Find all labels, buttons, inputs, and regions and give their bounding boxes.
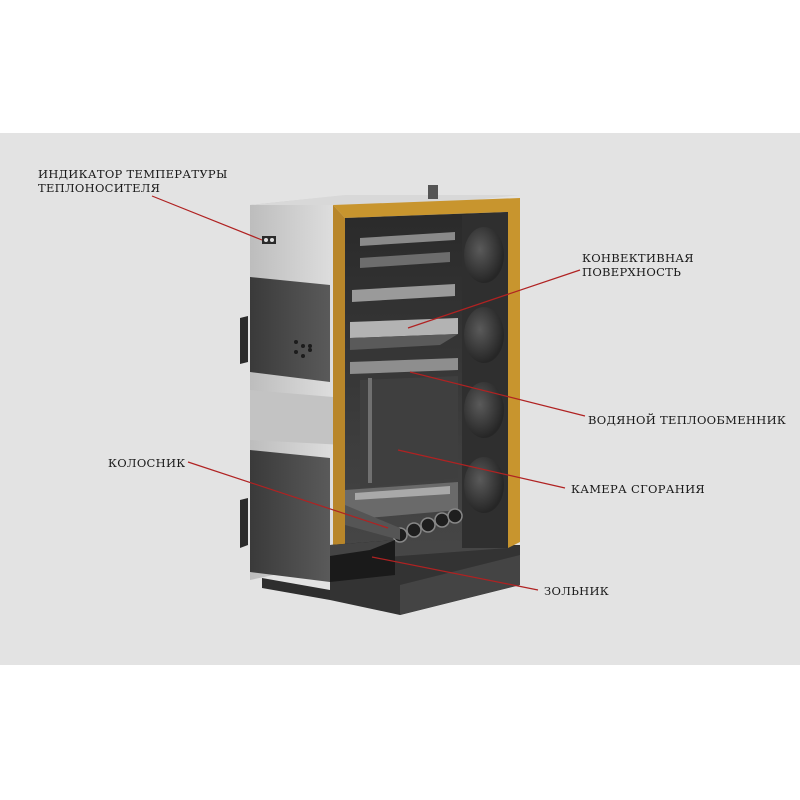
leader-combustion-chamber [397,449,566,489]
label-temperature-indicator-line2: ТЕПЛОНОСИТЕЛЯ [38,181,161,195]
leader-ash-pan [371,556,539,591]
leader-temperature-indicator [151,195,263,241]
label-temperature-indicator-line1: ИНДИКАТОР ТЕМПЕРАТУРЫ [38,167,228,181]
label-temperature-indicator: ИНДИКАТОР ТЕМПЕРАТУРЫ ТЕПЛОНОСИТЕЛЯ [38,167,228,195]
ash-pan [330,540,395,582]
label-water-heat-exchanger: ВОДЯНОЙ ТЕПЛООБМЕННИК [588,413,787,427]
lower-door [240,450,330,582]
middle-panel [250,390,345,445]
leader-water-heat-exchanger [409,371,586,417]
upper-door [240,277,330,382]
label-convective-surface: КОНВЕКТИВНАЯ ПОВЕРХНОСТЬ [582,251,694,279]
leader-convective-surface [407,269,581,329]
label-convective-surface-line1: КОНВЕКТИВНАЯ [582,251,694,265]
label-combustion-chamber: КАМЕРА СГОРАНИЯ [571,482,706,496]
label-ash-pan: ЗОЛЬНИК [544,584,609,598]
leader-grate [187,461,389,529]
temperature-indicator [262,236,276,244]
label-grate: КОЛОСНИК [108,456,186,470]
combustion-space [360,376,458,488]
convective-shelves [350,232,458,374]
insulation-layer [333,198,520,560]
label-convective-surface-line2: ПОВЕРХНОСТЬ [582,265,682,279]
